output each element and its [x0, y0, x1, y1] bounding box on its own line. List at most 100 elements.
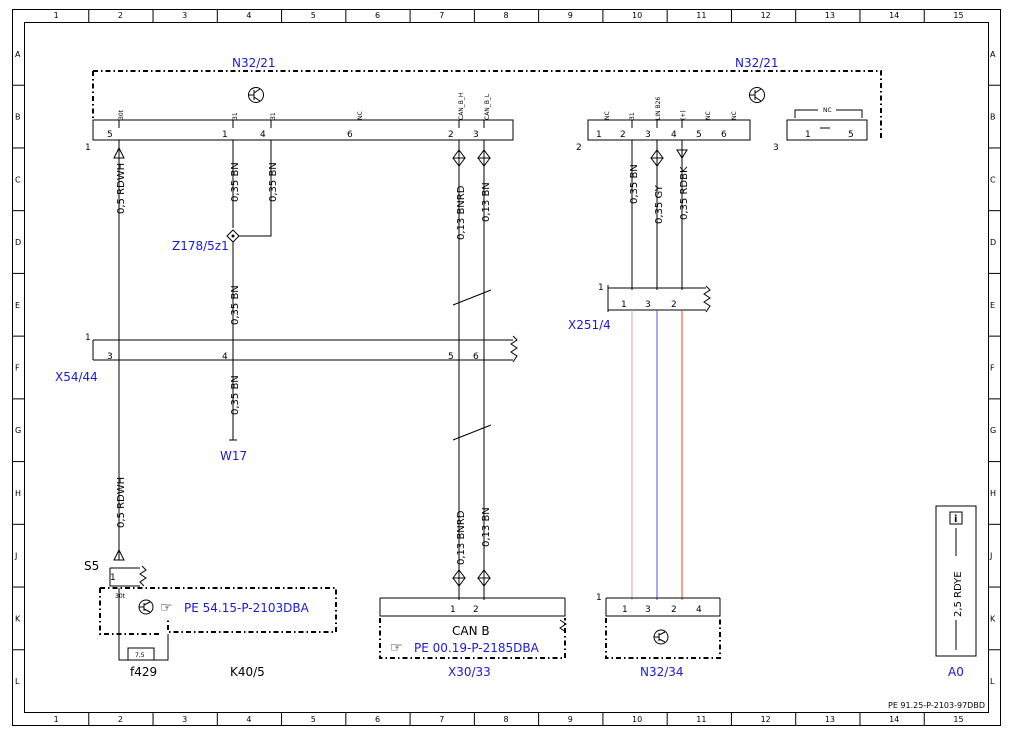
z178-label: Z178/5z1: [172, 239, 229, 253]
signal-label: 30t: [118, 109, 125, 120]
grid-column-label: 5: [311, 715, 316, 724]
x54-pin-ticks: [118, 344, 485, 352]
grid-row-label: G: [990, 426, 996, 435]
grid-column-label: 9: [568, 715, 573, 724]
grid-row-label: J: [989, 552, 992, 561]
grid-column-label: 5: [311, 11, 316, 20]
pin-label: 3: [645, 130, 651, 140]
n32-34-label: N32/34: [640, 665, 684, 679]
grid-column-label: 11: [696, 715, 706, 724]
wire-label-gy: 0,35 GY: [654, 184, 665, 224]
pin-label: 5: [448, 352, 454, 362]
k40-5-box: [99, 587, 337, 635]
grid-row-label: K: [990, 614, 996, 623]
signal-label: 31: [270, 112, 277, 120]
grid-frame-outer: [12, 9, 1001, 726]
wire-label-rdwh-lower: 0,5 RDWH: [116, 477, 127, 528]
grid-row-label: A: [990, 50, 996, 59]
signal-label: NC: [604, 111, 611, 120]
grid-column-label: 3: [182, 11, 187, 20]
pin-label: 1: [110, 573, 116, 583]
grid-row-label: G: [15, 426, 21, 435]
a0-wire-label: 2,5 RDYE: [953, 571, 964, 617]
connector-2-signals: NC 31 LIN B26 (+) NC NC: [604, 97, 738, 120]
grid-row-label: J: [14, 552, 17, 561]
grid-column-label: 8: [504, 715, 509, 724]
fuse-f429: [127, 647, 155, 661]
wire-label-bn: 0,35 BN: [230, 162, 241, 202]
transistor-icon: [138, 599, 154, 615]
grid-column-label: 10: [632, 715, 642, 724]
connector-2-number: 2: [576, 143, 582, 153]
pin-label: 6: [721, 130, 727, 140]
pin-label: 4: [260, 130, 266, 140]
signal-label: 31: [232, 112, 239, 120]
break-icon: [510, 335, 518, 363]
grid-row-label: E: [990, 301, 995, 310]
x54-number: 1: [85, 333, 91, 343]
a0-label: A0: [948, 665, 964, 679]
signal-label: CAN_B_H: [458, 93, 465, 120]
pin-label: 1: [621, 300, 627, 310]
w17-label: W17: [220, 449, 247, 463]
pin-label: 3: [645, 605, 651, 615]
pin-label: 5: [848, 130, 854, 140]
ref-can: PE 00.19-P-2185DBA: [414, 641, 540, 655]
pin-label: 5: [107, 130, 113, 140]
wire-label-bn013: 0,13 BN: [481, 507, 492, 547]
grid-column-label: 15: [953, 715, 963, 724]
s5-switch: [109, 567, 140, 587]
wire-label-bn: 0,35 BN: [230, 375, 241, 415]
connector-2-pins: 1 2 3 4 5 6: [596, 130, 727, 140]
k40-pin-label: 30t: [115, 593, 126, 600]
wire-label-bnrd: 0,13 BNRD: [456, 510, 467, 565]
grid-frame-inner: [24, 22, 989, 713]
pin-label: 2: [671, 605, 677, 615]
grid-column-label: 1: [54, 11, 59, 20]
a0-box: [935, 505, 977, 657]
n32-34-connector: [605, 597, 721, 617]
grid-column-label: 13: [825, 11, 835, 20]
s5-label: S5: [84, 559, 99, 573]
grid-column-label: 4: [246, 11, 251, 20]
connector-2-pin-ticks: [631, 120, 683, 128]
grid-row-label: D: [990, 238, 996, 247]
grid-column-label: 1: [54, 715, 59, 724]
svg-text:i: i: [954, 514, 957, 525]
grid-column-label: 14: [889, 11, 899, 20]
can-b-label: CAN B: [452, 624, 490, 638]
grid-column-label: 3: [182, 715, 187, 724]
signal-label: NC: [823, 107, 832, 114]
grid-row-label: F: [990, 364, 995, 373]
grid-column-label: 6: [375, 11, 380, 20]
document-id: PE 91.25-P-2103-97DBD: [888, 701, 985, 710]
pin-label: 1: [450, 605, 456, 615]
k40-label: K40/5: [230, 665, 265, 679]
connector-1-pin-ticks: [118, 120, 485, 128]
x251-label: X251/4: [568, 318, 611, 332]
transistor-icon: [653, 629, 669, 645]
pointing-hand-icon: ☞: [390, 640, 403, 656]
pin-label: 1: [805, 130, 811, 140]
grid-row-label: A: [15, 50, 21, 59]
arrow-down-icon: [676, 149, 688, 159]
connector-1-pins: 5 1 4 6 2 3: [107, 130, 479, 140]
grid-ticks: [12, 9, 1001, 726]
grid-column-label: 2: [118, 11, 123, 20]
break-icon: [703, 285, 711, 313]
wire-bn: [238, 140, 272, 237]
connector-1-number: 1: [85, 143, 91, 153]
double-arrow-icon: [452, 149, 491, 587]
grid-column-label: 13: [825, 715, 835, 724]
twisted-pair-mark: [452, 289, 492, 441]
grid-row-label: K: [15, 614, 21, 623]
fuse-rating: 7,5: [135, 652, 145, 659]
grid-row-label: C: [15, 175, 21, 184]
connector-1-signals: 30t 31 31 NC CAN_B_H CAN_B_L: [118, 93, 491, 120]
signal-label: NC: [357, 111, 364, 120]
grid-row-label: D: [15, 238, 21, 247]
grid-labels: 1122334455667788991010111112121313141415…: [14, 11, 996, 724]
pin-label: 3: [107, 352, 113, 362]
grid-row-label: C: [990, 175, 996, 184]
grid-column-label: 12: [761, 11, 771, 20]
